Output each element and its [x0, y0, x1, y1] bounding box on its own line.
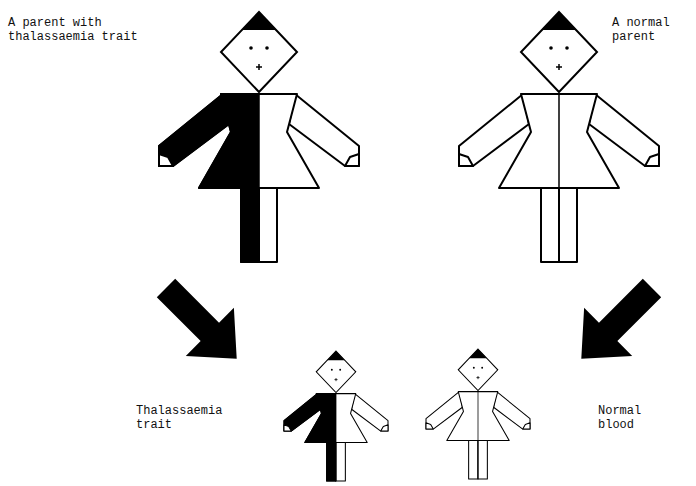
normal-parent-figure — [459, 12, 659, 262]
trait-parent-figure — [159, 12, 359, 262]
block-arrow — [142, 264, 261, 383]
figure-label: Normal blood — [598, 404, 660, 432]
trait-child-figure — [284, 351, 388, 481]
normal-child-figure — [426, 349, 530, 479]
figure-label: Thalassaemia trait — [136, 404, 236, 432]
figure-label: A parent with thalassaemia trait — [8, 16, 148, 44]
block-arrow — [557, 264, 676, 383]
figure-label: A normal parent — [612, 16, 692, 44]
